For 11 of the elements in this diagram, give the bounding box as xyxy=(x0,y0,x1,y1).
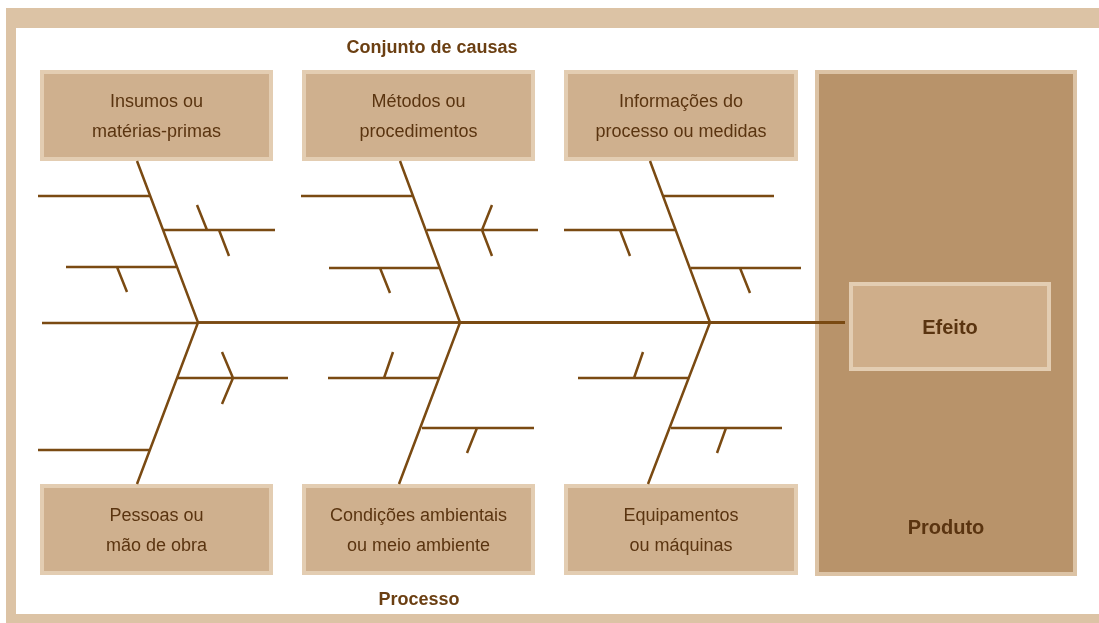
cause-box: Equipamentos ou máquinas xyxy=(564,484,798,575)
cause-box: Métodos ou procedimentos xyxy=(302,70,535,161)
cause-box: Condições ambientais ou meio ambiente xyxy=(302,484,535,575)
cause-box: Informações do processo ou medidas xyxy=(564,70,798,161)
effect-box: Efeito xyxy=(849,282,1051,371)
product-panel xyxy=(815,70,1077,576)
diagram-title: Conjunto de causas xyxy=(346,37,518,58)
process-label: Processo xyxy=(378,589,460,610)
cause-box: Insumos ou matérias-primas xyxy=(40,70,273,161)
product-label: Produto xyxy=(906,515,986,540)
cause-box: Pessoas ou mão de obra xyxy=(40,484,273,575)
